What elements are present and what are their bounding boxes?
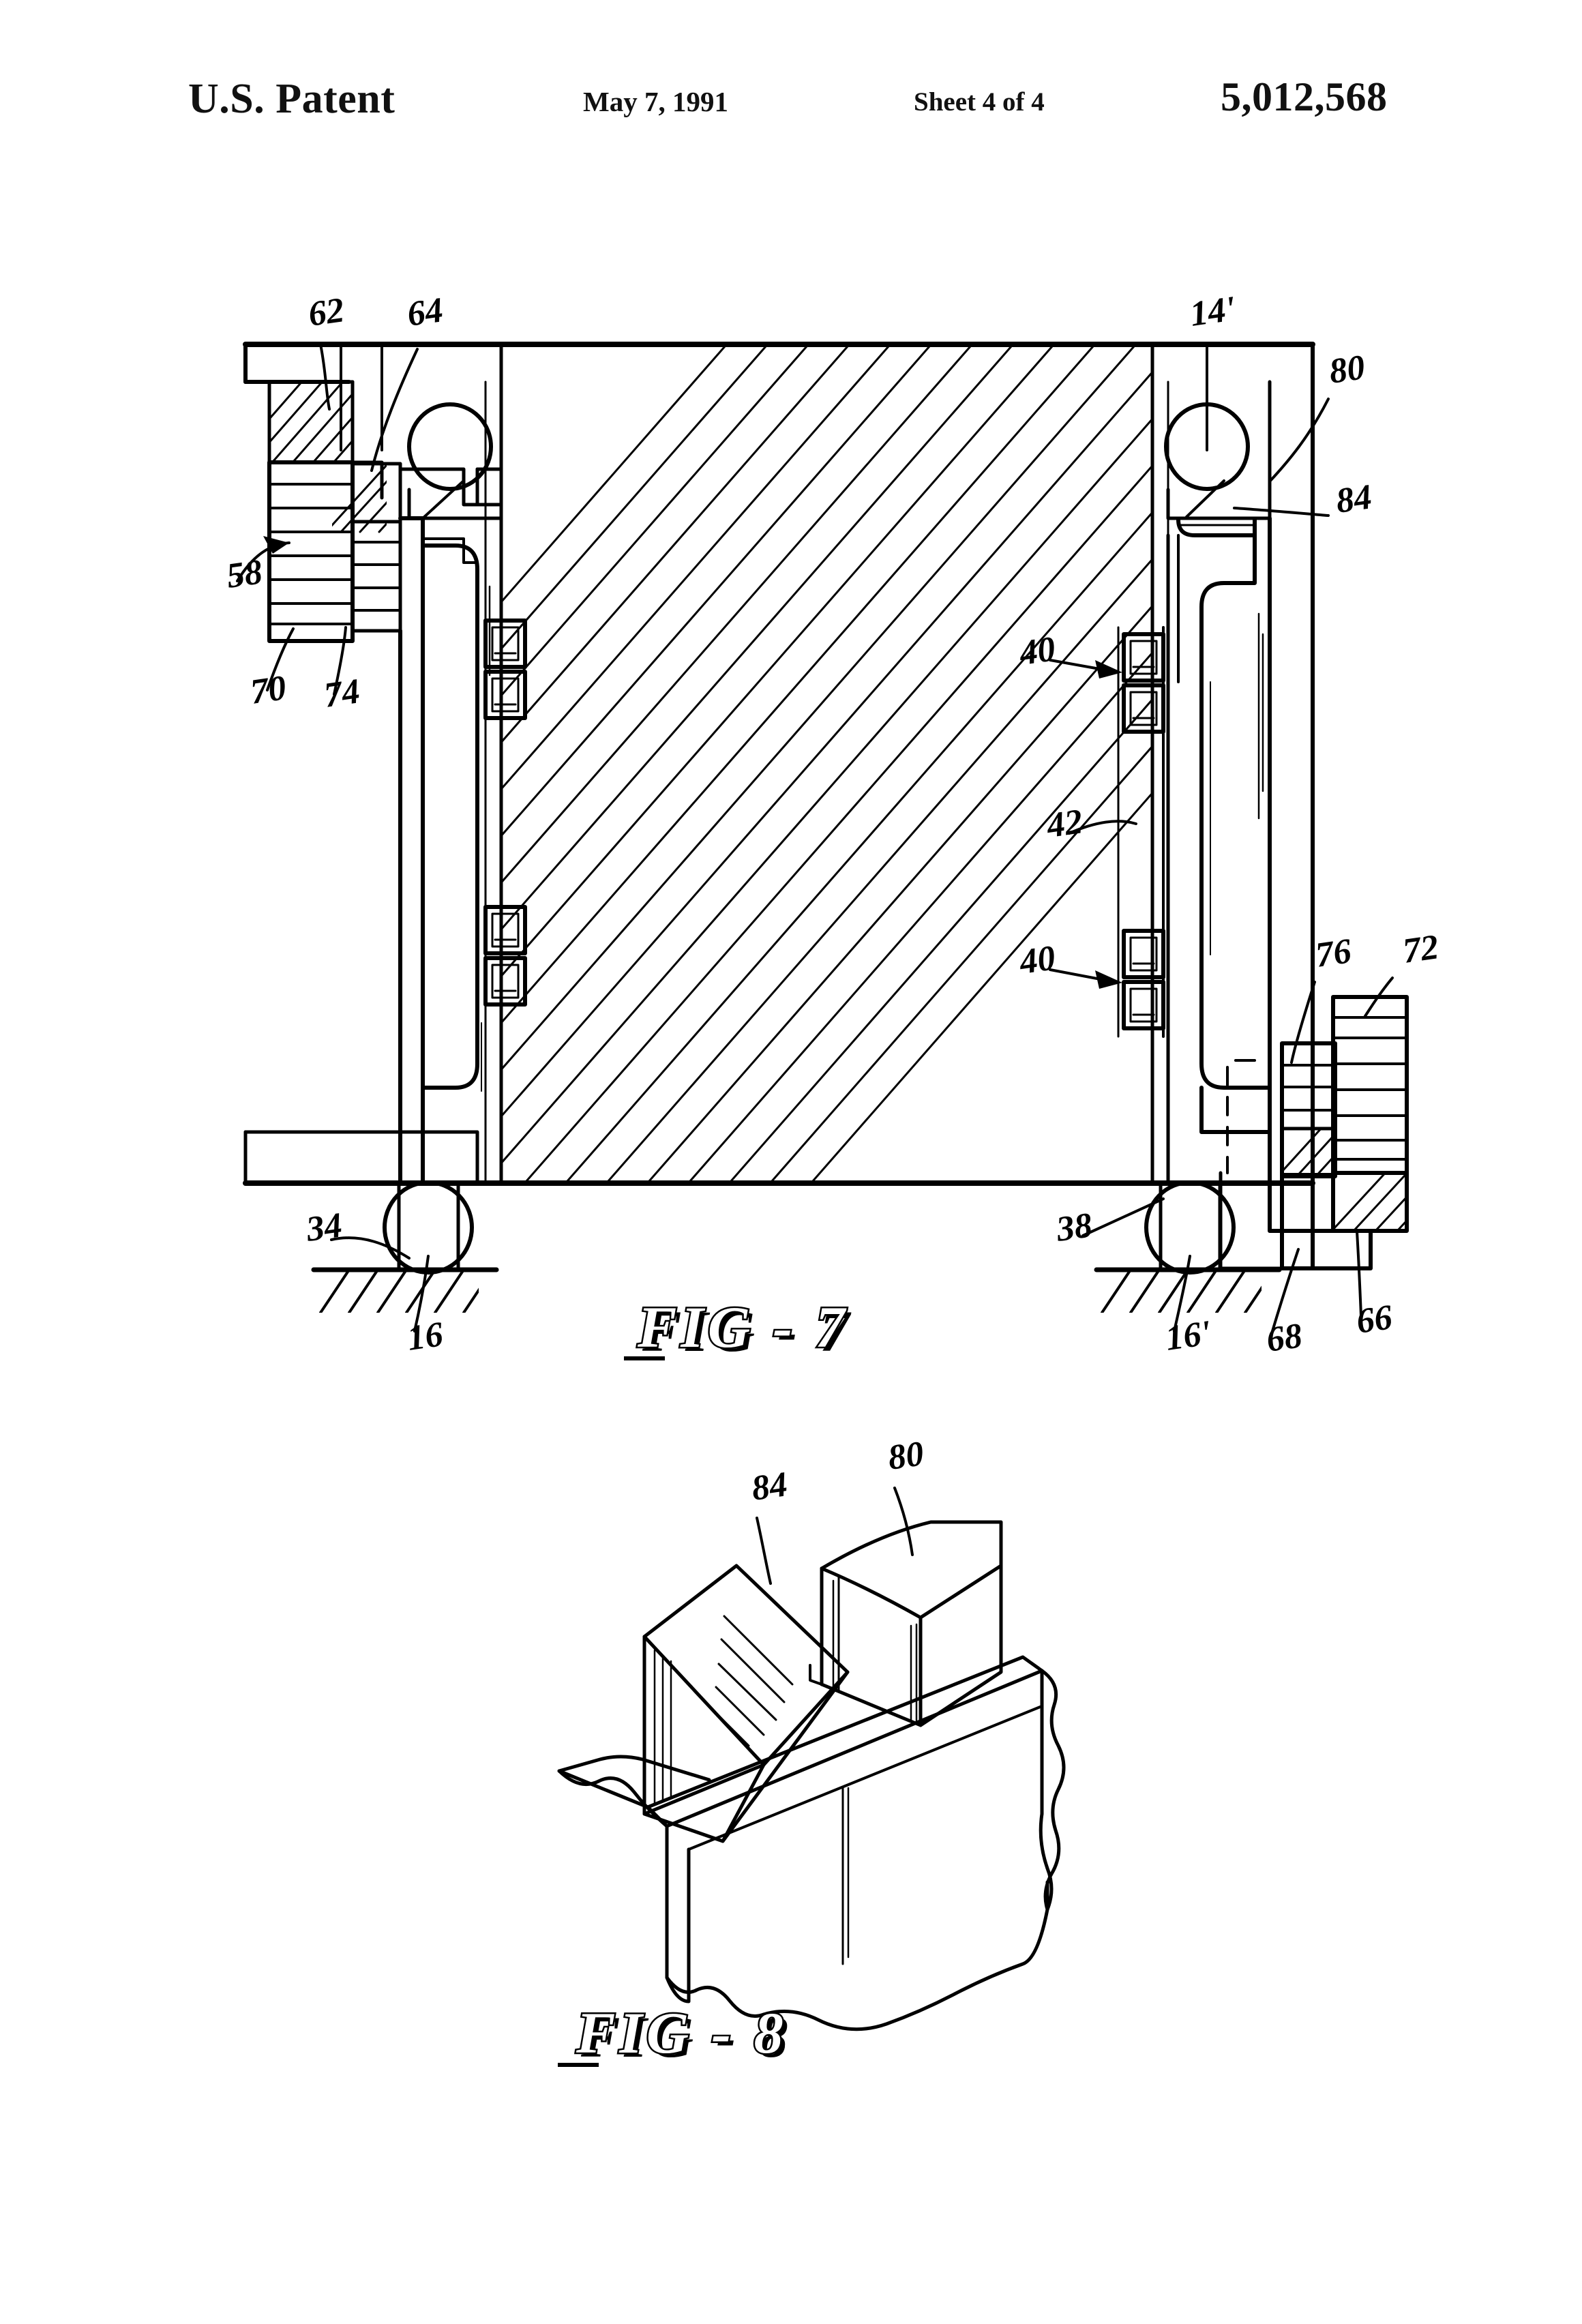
gear-hub-74: [350, 520, 402, 633]
patent-number: 5,012,568: [1221, 74, 1388, 119]
patent-office-title: U.S. Patent: [188, 76, 395, 122]
reference-numeral: 66: [1354, 1298, 1394, 1341]
reference-numeral: 80: [1327, 348, 1367, 391]
figure-caption-text: FIG - 7: [637, 1294, 849, 1360]
slide-block: [1122, 929, 1165, 979]
reference-numeral: 40: [1017, 938, 1058, 982]
figure-caption-text: FIG - 8: [576, 2000, 788, 2066]
reference-numeral: 70: [248, 668, 288, 712]
fig7-ground-right: [1094, 1267, 1282, 1313]
fig8-leader-lines: [756, 1487, 914, 1585]
fig7-right-slide-blocks: [1117, 626, 1165, 1038]
fig7-leader-arrowheads: [263, 536, 1122, 989]
fig8-wedge-84: [642, 1564, 850, 1843]
slide-block: [1122, 980, 1165, 1030]
fig7-ground-left: [311, 1267, 499, 1313]
slide-block: [1122, 632, 1165, 683]
reference-numeral: 40: [1017, 629, 1058, 673]
fig7-right-bearing-ball: [1164, 402, 1272, 520]
reference-numeral: 72: [1401, 927, 1441, 971]
slide-block: [483, 619, 527, 669]
fig7-right-section-column: [1150, 342, 1169, 1185]
reference-numeral: 74: [322, 672, 362, 715]
reference-numeral: 62: [306, 290, 346, 334]
slide-block: [483, 670, 527, 720]
figure-caption-shadow: FIG - 8: [580, 2004, 792, 2070]
fig8-perspective-view: [557, 1487, 1066, 2031]
fig7-left-section-column: [484, 342, 503, 1185]
slide-block: [483, 956, 527, 1007]
reference-numeral: 16': [1163, 1313, 1214, 1358]
reference-numeral: 68: [1264, 1316, 1304, 1360]
section-hatching: [501, 344, 1152, 1183]
fig7-left-bearing-ball: [407, 402, 503, 520]
fig8-wedge-80: [809, 1520, 1003, 1727]
reference-numeral: 14': [1188, 289, 1238, 334]
fig7-leader-lines: [236, 343, 1394, 1332]
fig7-left-slide-blocks: [483, 619, 527, 1007]
drive-gear-72: [1331, 995, 1409, 1233]
reference-numeral: 58: [224, 552, 265, 596]
reference-numeral: 42: [1044, 802, 1085, 846]
fig7-left-housing: [243, 342, 503, 1185]
patent-date: May 7, 1991: [583, 86, 728, 117]
reference-numeral: 16: [405, 1315, 445, 1358]
fig7-right-upright-plate: [1166, 380, 1272, 1185]
reference-numeral: 76: [1313, 932, 1354, 975]
gear-hatch-66: [1333, 1173, 1407, 1231]
fig7-main-hatched-block: [500, 343, 1154, 1185]
reference-numeral-layer: 62 64 14' 80 84 58 70 74 40 42 40 76 72 34 38 16 16' 68 66…: [224, 289, 1441, 1508]
patent-header: U.S. Patent May 7, 1991 Sheet 4 of 4 5,0…: [0, 0, 1582, 157]
key-block-64: [332, 462, 402, 533]
reference-numeral: 84: [1334, 477, 1374, 521]
reference-numeral: 84: [749, 1465, 790, 1508]
reference-numeral: 34: [303, 1206, 344, 1249]
reference-numeral: 64: [405, 290, 445, 334]
mounting-bracket-68: [1219, 1059, 1373, 1270]
reference-numeral: 80: [886, 1434, 926, 1478]
drive-gear-70: [267, 460, 355, 643]
sheet-number: Sheet 4 of 4: [914, 87, 1045, 117]
reference-numeral: 38: [1054, 1206, 1094, 1249]
slide-block: [483, 905, 527, 955]
figure-caption-shadow: FIG - 7: [642, 1298, 854, 1364]
fig7-wedge-84-seat: [1176, 518, 1257, 537]
